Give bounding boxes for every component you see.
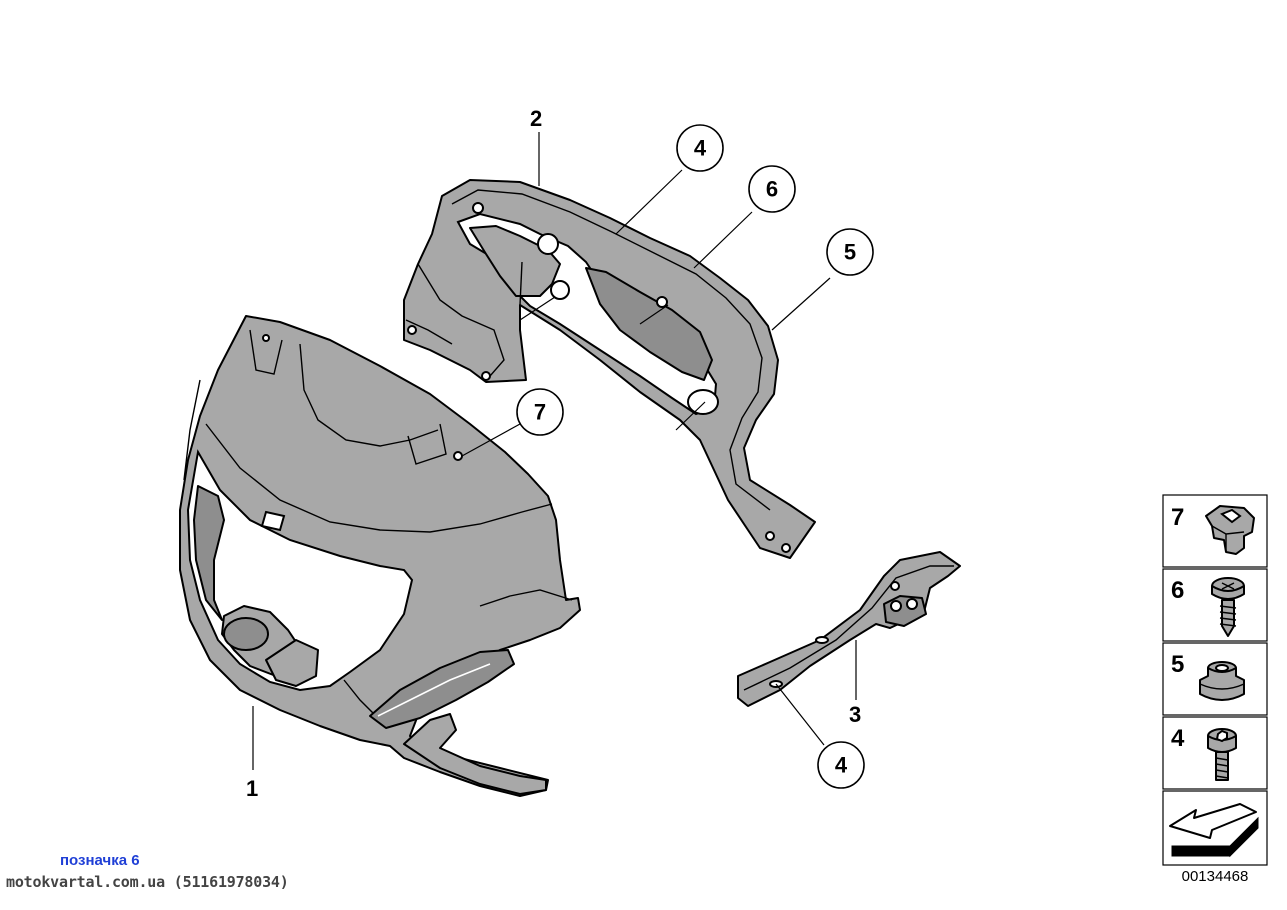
callout-7: 7: [516, 388, 564, 436]
part-label-2: 2: [530, 106, 542, 131]
part-3-bracket: [737, 551, 961, 707]
part-label-3: 3: [849, 702, 861, 727]
socket-head-screw-icon: [1207, 728, 1237, 781]
legend-number-7: 7: [1171, 504, 1184, 531]
part-2-inner-panel: [403, 179, 816, 559]
document-number: 00134468: [1181, 868, 1249, 885]
tapping-screw-icon: [1211, 577, 1245, 637]
legend-number-5: 5: [1171, 651, 1184, 678]
callout-label: 6: [766, 177, 778, 202]
fastener-legend: 7 6 5 4: [1162, 494, 1268, 866]
part-1-front-fairing: [179, 315, 581, 797]
site-watermark: motokvartal.com.ua (51161978034): [6, 873, 289, 891]
legend-number-4: 4: [1171, 725, 1185, 752]
part-label-1: 1: [246, 776, 258, 801]
callout-4-top: 4: [676, 124, 724, 172]
callout-6: 6: [748, 165, 796, 213]
callout-label: 4: [835, 753, 848, 778]
clip-nut-icon: [1205, 505, 1255, 555]
rubber-grommet-icon: [1199, 661, 1245, 701]
legend-number-6: 6: [1171, 577, 1184, 604]
forward-direction-arrow-icon: [1169, 803, 1259, 858]
annotation-note: позначка 6: [60, 852, 140, 869]
callout-label: 7: [534, 400, 546, 425]
callout-label: 4: [694, 136, 707, 161]
callout-label: 5: [844, 240, 856, 265]
leader-lines: [252, 132, 857, 770]
callout-5: 5: [826, 228, 874, 276]
callout-4-bottom: 4: [817, 741, 865, 789]
